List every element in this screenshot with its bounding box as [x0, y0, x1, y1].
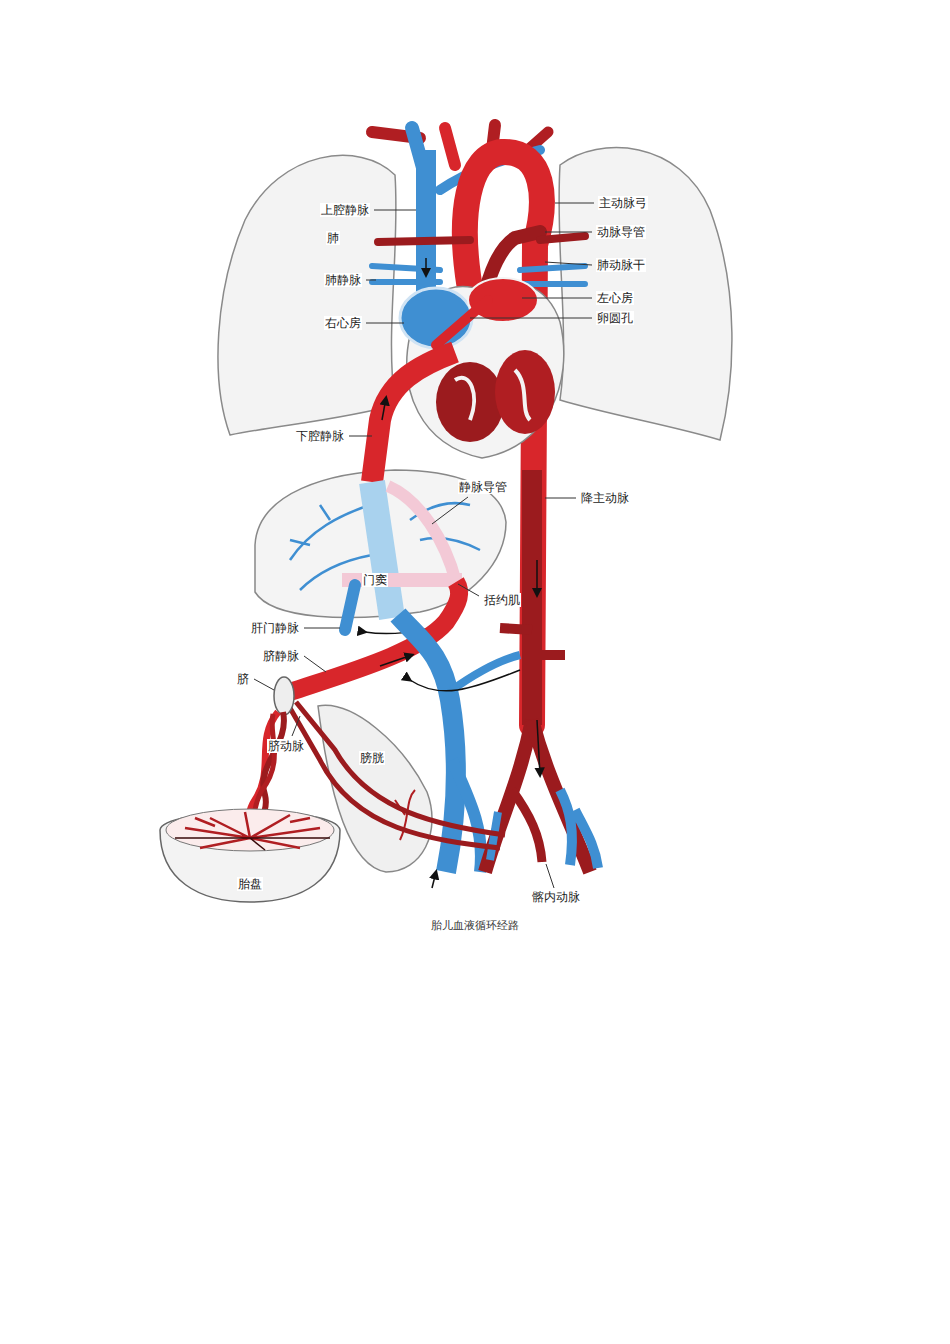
part-label: 右心房: [324, 316, 362, 330]
part-label: 肺动脉干: [596, 258, 646, 272]
part-label: 门窦: [362, 573, 388, 587]
part-label: 左心房: [596, 291, 634, 305]
part-label: 肺: [326, 231, 340, 245]
part-label: 脐: [236, 672, 250, 686]
part-label: 胎盘: [237, 877, 263, 891]
part-label: 动脉导管: [596, 225, 646, 239]
leader-lines: [254, 203, 594, 888]
part-label: 下腔静脉: [295, 429, 345, 443]
umbilicus: [274, 677, 294, 715]
part-label: 括约肌: [483, 593, 521, 607]
inferior-vena-cava: [372, 352, 455, 482]
part-label: 脐静脉: [262, 649, 300, 663]
part-label: 静脉导管: [458, 480, 508, 494]
left-lung: [218, 155, 396, 435]
part-label: 肺静脉: [324, 273, 362, 287]
part-label: 肝门静脉: [250, 621, 300, 635]
part-label: 脐动脉: [267, 739, 305, 753]
part-label: 髂内动脉: [531, 890, 581, 904]
ductus-venosus: [388, 486, 456, 582]
right-lung: [559, 148, 732, 440]
part-label: 降主动脉: [580, 491, 630, 505]
part-label: 膀胱: [359, 751, 385, 765]
part-label: 上腔静脉: [320, 203, 370, 217]
figure-caption: 胎儿血液循环经路: [431, 919, 519, 932]
foramen-ovale-flow: [436, 300, 488, 345]
part-label: 主动脉弓: [598, 196, 648, 210]
part-label: 卵圆孔: [596, 311, 634, 325]
